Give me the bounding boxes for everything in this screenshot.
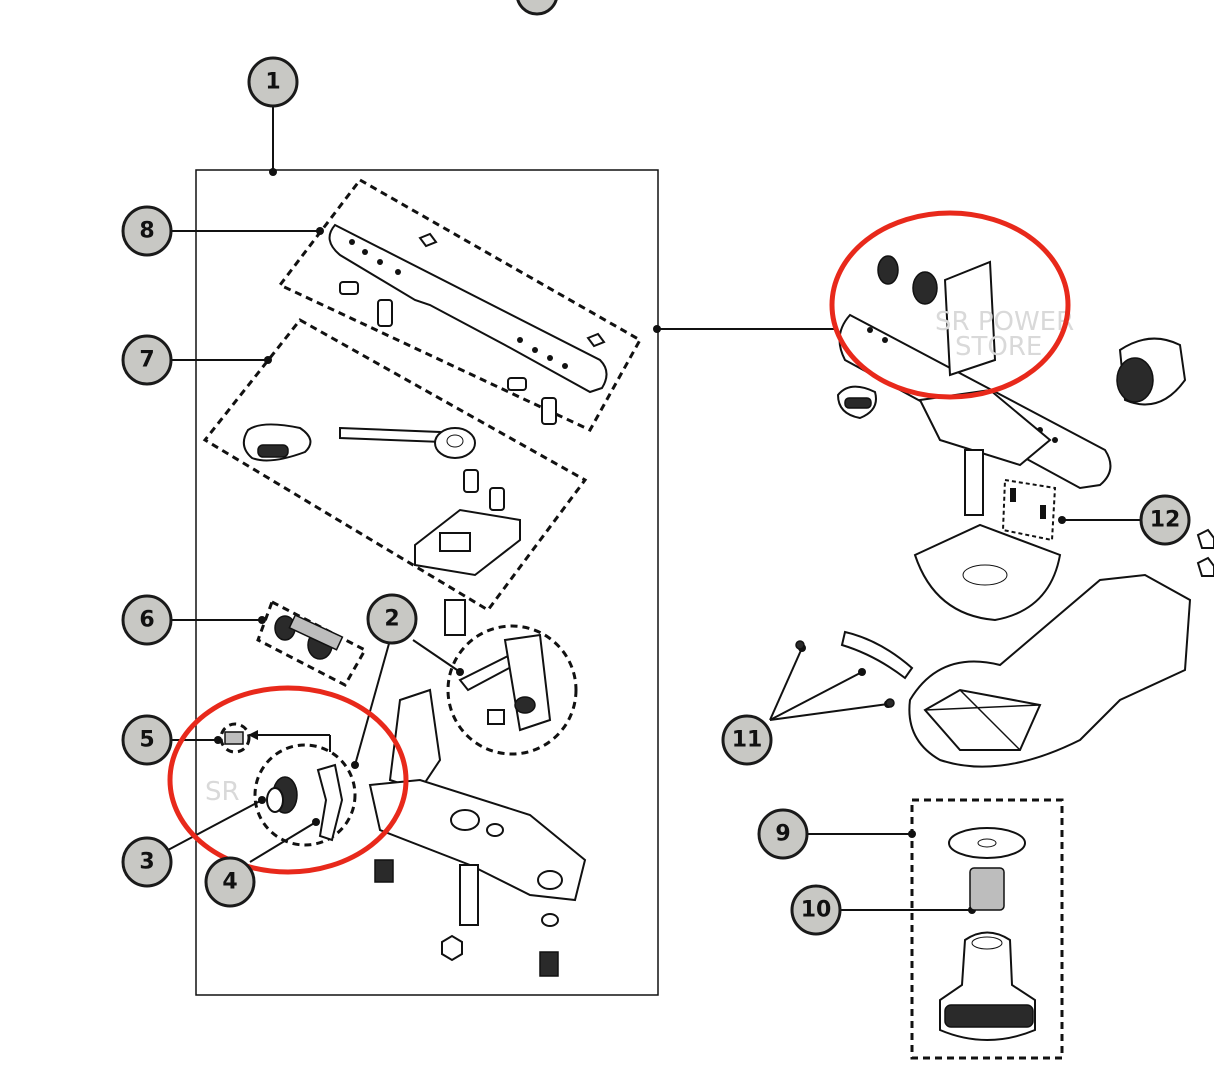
part-right-assembly <box>795 255 1214 768</box>
part-8-bar <box>328 223 608 425</box>
callout-12: 12 <box>1139 494 1191 546</box>
watermark-right-line1: SR POWER <box>935 307 1074 337</box>
assembly-box <box>195 169 659 996</box>
group-8-outline <box>277 178 643 432</box>
svg-text:12: 12 <box>1150 508 1181 533</box>
group-2-detail-circle <box>446 624 578 756</box>
callout-11: 11 <box>721 714 773 766</box>
callout-8: 8 <box>121 205 173 257</box>
part-2-spring-bracket <box>458 633 552 732</box>
svg-text:3: 3 <box>139 850 154 875</box>
group-5-outline <box>219 722 251 754</box>
part-7-lever-assembly <box>242 423 521 577</box>
svg-text:1: 1 <box>265 70 280 95</box>
watermark-left: SR <box>205 777 240 807</box>
callout-7: 7 <box>121 334 173 386</box>
leader-lines <box>167 106 1140 914</box>
svg-text:5: 5 <box>139 728 154 753</box>
highlight-ellipse-left <box>167 685 409 875</box>
callout-4: 4 <box>204 856 256 908</box>
svg-text:7: 7 <box>139 348 154 373</box>
svg-text:10: 10 <box>801 898 832 923</box>
svg-text:9: 9 <box>775 822 790 847</box>
part-base-body <box>368 688 587 977</box>
svg-text:4: 4 <box>222 870 237 895</box>
svg-text:6: 6 <box>139 608 154 633</box>
highlight-ellipse-top-right <box>829 210 1071 400</box>
part-6-gear-set <box>274 614 344 660</box>
svg-text:11: 11 <box>732 728 763 753</box>
callout-6: 6 <box>121 594 173 646</box>
callout-1: 1 <box>247 56 299 108</box>
callout-5: 5 <box>121 714 173 766</box>
group-4-detail-circle <box>253 743 357 847</box>
callout-3: 3 <box>121 836 173 888</box>
callout-top-partial <box>516 0 558 16</box>
part-shaft <box>444 599 466 636</box>
part-9-10-knob-assembly <box>939 827 1036 1041</box>
watermark-right-line2: STORE <box>955 332 1042 362</box>
part-3-4-gear-and-pawl <box>266 763 344 842</box>
group-7-outline <box>202 318 588 612</box>
part-5-spring <box>224 731 244 745</box>
group-9-outline <box>910 798 1064 1060</box>
svg-text:8: 8 <box>139 219 154 244</box>
group-6-outline <box>256 599 368 687</box>
callout-9: 9 <box>757 808 809 860</box>
callout-10: 10 <box>790 884 842 936</box>
callout-2: 2 <box>366 593 418 645</box>
svg-text:2: 2 <box>384 607 399 632</box>
